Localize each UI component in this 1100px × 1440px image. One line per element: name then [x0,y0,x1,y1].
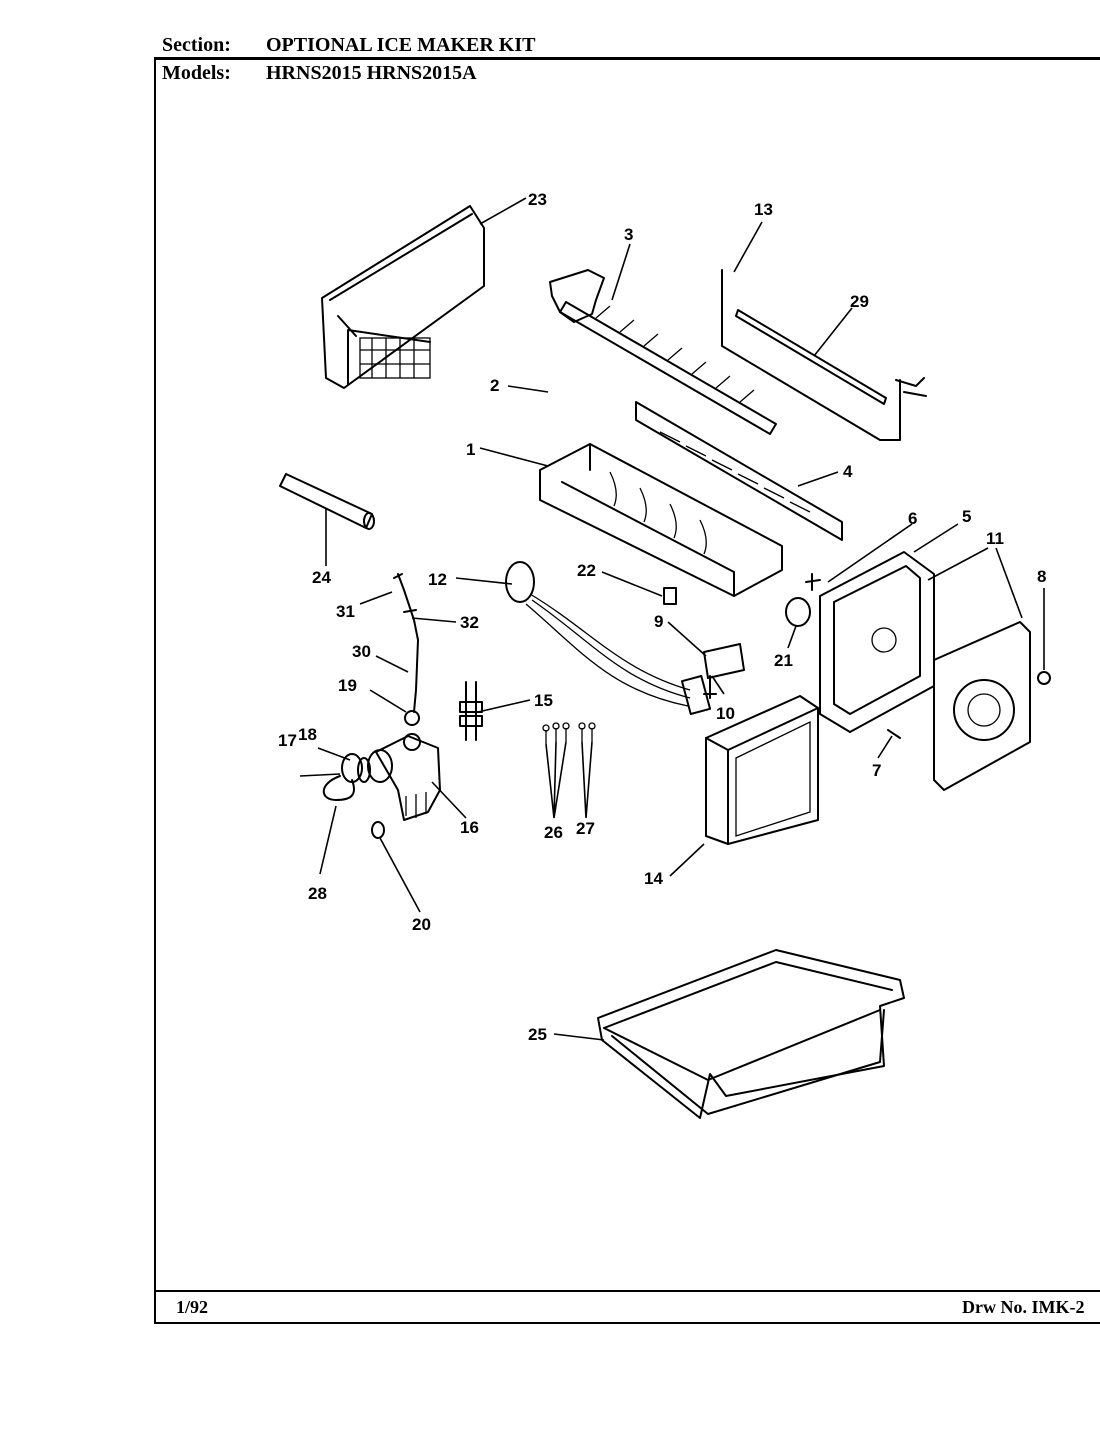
callout-19: 19 [338,676,357,695]
callout-27: 27 [576,819,595,838]
part-9 [703,643,745,679]
part-22 [663,587,677,605]
callout-18: 18 [298,725,317,744]
part-15-fitting [459,681,483,741]
part-28-wire [322,775,355,801]
callout-12: 12 [428,570,447,589]
part-1-mold [539,443,783,597]
part-3-ejector [559,301,777,435]
callout-16: 16 [460,818,479,837]
footer-rule [154,1290,1100,1292]
part-20 [371,821,385,839]
part-24-fill-tube [279,473,375,530]
callout-28: 28 [308,884,327,903]
part-12-harness [505,561,712,716]
callout-13: 13 [754,200,773,219]
callout-29: 29 [850,292,869,311]
part-5-housing [819,551,935,733]
section-label: Section: [162,34,231,56]
part-21 [785,597,811,627]
leader-lines [299,197,1045,1041]
part-7 [887,729,901,739]
callout-3: 3 [624,225,633,244]
models-label: Models: [162,62,231,84]
section-title: OPTIONAL ICE MAKER KIT [266,34,536,56]
callout-25: 25 [528,1025,547,1044]
part-29-shutoff-arm [721,269,927,441]
part-30-tubing [393,573,420,726]
part-25-bucket [597,949,905,1119]
callout-22: 22 [577,561,596,580]
drawing-date: 1/92 [176,1297,209,1317]
callout-26: 26 [544,823,563,842]
callout-30: 30 [352,642,371,661]
callout-5: 5 [962,507,971,526]
part-4-stripper [635,401,843,541]
callout-31: 31 [336,602,355,621]
part-14-box [705,695,819,845]
callout-10: 10 [716,704,735,723]
callout-11: 11 [986,529,1004,548]
part-23-cover [321,205,485,389]
part-26-27-screws [542,722,596,744]
callout-6: 6 [908,509,917,528]
callout-4: 4 [843,462,853,481]
part-6 [805,573,821,591]
models-list: HRNS2015 HRNS2015A [266,62,477,84]
part-2-bracket [549,269,605,323]
callout-7: 7 [872,761,881,780]
callout-24: 24 [312,568,331,587]
drawing-number: Drw No. IMK-2 [962,1297,1085,1317]
part-8 [1037,671,1051,685]
callout-32: 32 [460,613,479,632]
callout-labels: 1 2 3 4 5 6 7 8 9 10 11 12 13 14 15 16 1… [278,190,1046,1044]
part-10-screw [703,675,717,699]
callout-20: 20 [412,915,431,934]
callout-2: 2 [490,376,499,395]
callout-21: 21 [774,651,793,670]
callout-23: 23 [528,190,547,209]
part-11-cover [933,621,1031,791]
callout-17: 17 [278,731,297,750]
callout-15: 15 [534,691,553,710]
drawing-frame [154,58,1100,1324]
callout-9: 9 [654,612,663,631]
callout-1: 1 [466,440,475,459]
part-16-valve [367,733,441,821]
callout-14: 14 [644,869,663,888]
callout-8: 8 [1037,567,1046,586]
